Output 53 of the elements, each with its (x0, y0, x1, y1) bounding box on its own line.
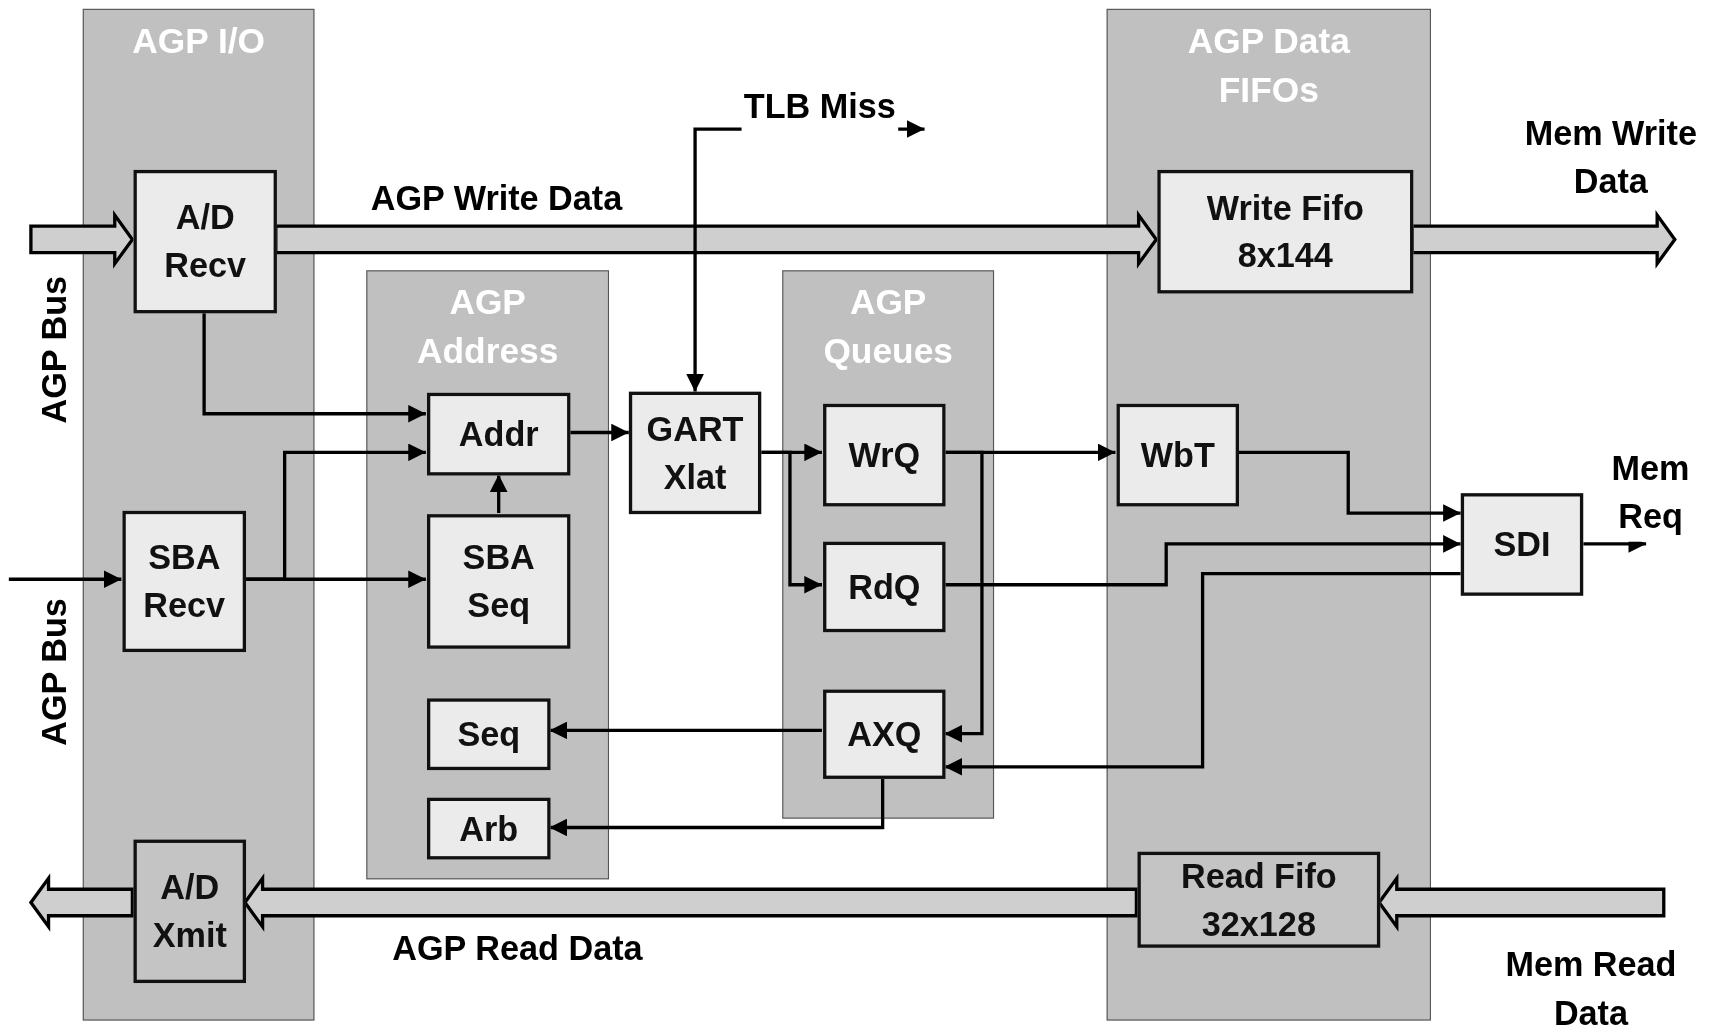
block-box (133, 839, 247, 984)
group-panel (366, 270, 609, 880)
block-box (427, 797, 551, 860)
bus-arrow (28, 873, 135, 932)
block-box (628, 391, 762, 515)
block-box (1460, 493, 1584, 596)
arrow (549, 777, 885, 837)
block-box (823, 541, 946, 633)
block-label: Seq (457, 713, 521, 756)
block-box (823, 403, 946, 507)
block-label: WrQ (848, 434, 921, 477)
block-label: WbT (1140, 434, 1215, 477)
bus-arrow (29, 210, 135, 269)
block-label: A/D Recv (163, 197, 248, 287)
group-panel (1106, 8, 1431, 1021)
block-box (133, 169, 277, 314)
block-label: Arb (459, 808, 519, 850)
arrow (944, 450, 984, 743)
arrow (944, 572, 1461, 776)
block-label: A/D Xmit (151, 867, 228, 957)
block-box (1116, 403, 1239, 507)
block-box (823, 689, 946, 779)
group-title: AGP Data FIFOs (1186, 19, 1351, 112)
group-panel (782, 270, 995, 819)
arrow (761, 450, 822, 594)
block-box (427, 698, 551, 771)
arrow (244, 570, 426, 589)
block-label: Read Fifo 32x128 (1179, 855, 1338, 945)
block-label: Write Fifo 8x144 (1205, 187, 1365, 277)
block-label: SBA Seq (461, 537, 536, 627)
block-label: Addr (458, 413, 539, 456)
block-label: AXQ (847, 713, 922, 756)
arrow (944, 535, 1461, 587)
block-label: SBA Recv (142, 537, 227, 627)
group-panel (82, 8, 315, 1021)
bus-arrow (274, 210, 1159, 269)
block-label: SDI (1493, 524, 1551, 566)
group-title: AGP Address (416, 281, 560, 373)
arrow (489, 474, 508, 514)
block-box (427, 514, 571, 649)
block-box (1157, 169, 1414, 294)
arrow (1237, 450, 1461, 522)
block-label: RdQ (848, 566, 921, 609)
arrow (569, 423, 629, 442)
block-box (1137, 851, 1381, 948)
group-title: AGP Queues (822, 281, 954, 373)
group-title: AGP I/O (132, 19, 265, 63)
block-label: GART Xlat (645, 408, 745, 498)
block-box (427, 392, 571, 476)
arrow (8, 570, 122, 589)
arrow (549, 721, 822, 740)
arrow (202, 312, 426, 423)
block-box (122, 510, 247, 653)
